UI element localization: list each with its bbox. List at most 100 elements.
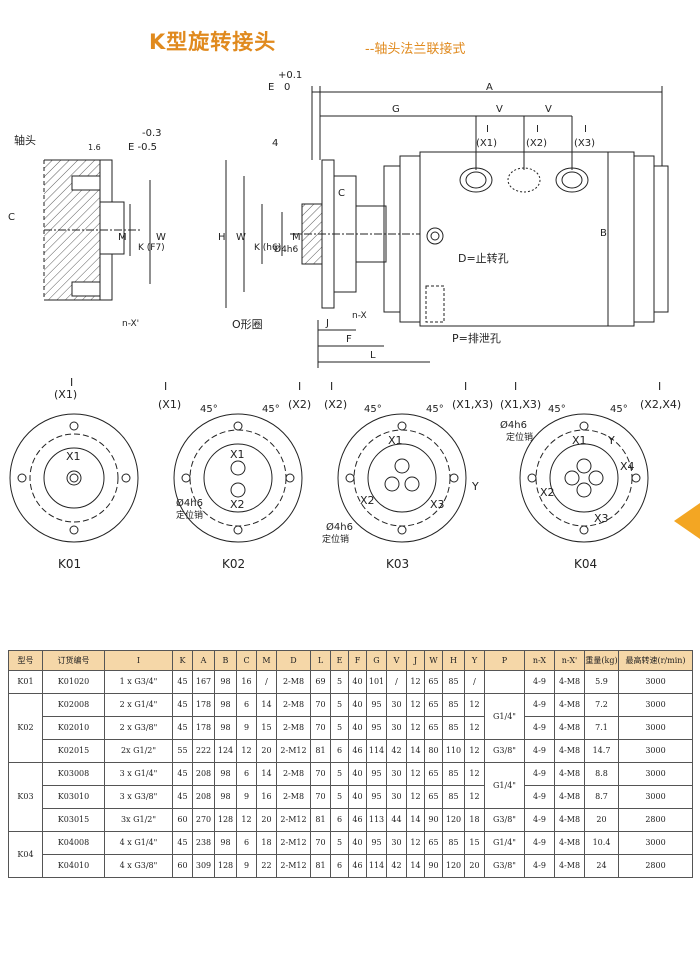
cell-c: 16 xyxy=(236,670,257,694)
th-20: n-X' xyxy=(554,650,585,671)
dim-B: B xyxy=(600,228,607,239)
cell-l: 70 xyxy=(310,831,331,855)
cell-j: 12 xyxy=(406,831,425,855)
cell-code: K04008 xyxy=(42,831,105,855)
cell-i: 2 x G1/4" xyxy=(104,693,173,717)
cell-d: 2-M8 xyxy=(276,785,311,809)
dim-X3: (X3) xyxy=(574,138,595,149)
cell-i: 2 x G3/8" xyxy=(104,716,173,740)
k04-y: Y xyxy=(607,434,615,447)
cell-j: 14 xyxy=(406,808,425,832)
cell-v: 30 xyxy=(386,716,407,740)
k02-pin: Ø4h6 xyxy=(176,497,203,509)
page-turn-arrow-icon[interactable] xyxy=(674,503,700,539)
cell-f: 40 xyxy=(348,693,367,717)
cell-weight: 24 xyxy=(584,854,619,878)
cell-f: 40 xyxy=(348,762,367,786)
cell-j: 12 xyxy=(406,670,425,694)
cell-e: 6 xyxy=(330,854,349,878)
cell-y: 12 xyxy=(464,716,485,740)
cell-e: 6 xyxy=(330,808,349,832)
cell-h: 85 xyxy=(442,693,465,717)
cell-nx: 4-9 xyxy=(524,739,555,763)
cell-b: 128 xyxy=(214,854,237,878)
th-9: L xyxy=(310,650,331,671)
cell-i: 3 x G1/4" xyxy=(104,762,173,786)
cell-nxp: 4-M8 xyxy=(554,693,585,717)
cell-d: 2-M8 xyxy=(276,762,311,786)
cell-rpm: 2800 xyxy=(618,854,693,878)
cell-k: 45 xyxy=(172,785,193,809)
cell-i: 2x G1/2" xyxy=(104,739,173,763)
th-17: Y xyxy=(464,650,485,671)
cell-a: 309 xyxy=(192,854,215,878)
k01-port-x1: X1 xyxy=(66,450,81,463)
cell-g: 114 xyxy=(366,854,387,878)
cell-w: 90 xyxy=(424,854,443,878)
dim-W: W xyxy=(236,232,246,243)
cell-d: 2-M12 xyxy=(276,739,311,763)
k04-i2: I xyxy=(658,380,661,393)
k04-port-x1: X1 xyxy=(572,434,587,447)
cell-code: K03008 xyxy=(42,762,105,786)
dim-I3: I xyxy=(584,124,587,135)
cell-f: 46 xyxy=(348,739,367,763)
th-22: 最高转速(r/min) xyxy=(618,650,693,671)
cell-w: 90 xyxy=(424,808,443,832)
th-14: J xyxy=(406,650,425,671)
cell-v: 30 xyxy=(386,762,407,786)
dim-phi4h6: Ø4h6 xyxy=(274,244,299,255)
flange-k01-name: K01 xyxy=(58,557,81,571)
cell-h: 120 xyxy=(442,854,465,878)
cell-i: 4 x G1/4" xyxy=(104,831,173,855)
cell-p: G3/8" xyxy=(484,739,525,763)
technical-drawing: +0.1 E 0 A G V V I I I (X1) (X2) (X3) B … xyxy=(8,70,681,571)
cell-d: 2-M12 xyxy=(276,854,311,878)
cell-k: 45 xyxy=(172,670,193,694)
cell-code: K02008 xyxy=(42,693,105,717)
cell-nxp: 4-M8 xyxy=(554,670,585,694)
dim-I1: I xyxy=(486,124,489,135)
cell-c: 9 xyxy=(236,716,257,740)
th-3: K xyxy=(172,650,193,671)
cell-e: 5 xyxy=(330,716,349,740)
cell-k: 45 xyxy=(172,831,193,855)
cell-model: K04 xyxy=(8,831,43,878)
th-4: A xyxy=(192,650,215,671)
cell-rpm: 3000 xyxy=(618,716,693,740)
cell-w: 80 xyxy=(424,739,443,763)
cell-w: 65 xyxy=(424,716,443,740)
k03-45a: 45° xyxy=(364,404,382,415)
cell-nxp: 4-M8 xyxy=(554,831,585,855)
cell-y: 20 xyxy=(464,854,485,878)
cell-a: 167 xyxy=(192,670,215,694)
cell-a: 270 xyxy=(192,808,215,832)
cell-weight: 20 xyxy=(584,808,619,832)
cell-a: 178 xyxy=(192,716,215,740)
cell-nx: 4-9 xyxy=(524,762,555,786)
cell-m: 16 xyxy=(256,785,277,809)
cell-v: 30 xyxy=(386,831,407,855)
th-1: 订货编号 xyxy=(42,650,105,671)
cell-p: G3/8" xyxy=(484,808,525,832)
dim-X2: (X2) xyxy=(526,138,547,149)
dim-nXp: n-X' xyxy=(122,319,139,329)
cell-nxp: 4-M8 xyxy=(554,785,585,809)
cell-nxp: 4-M8 xyxy=(554,739,585,763)
dim-M-right: M xyxy=(292,232,301,243)
k02-i1: I xyxy=(164,380,167,393)
k03-i1: I xyxy=(330,380,333,393)
cell-y: 12 xyxy=(464,785,485,809)
cell-e: 5 xyxy=(330,762,349,786)
k01-i: I xyxy=(70,376,73,389)
label-p-hole: P=排泄孔 xyxy=(452,331,501,345)
k04-45a: 45° xyxy=(548,404,566,415)
k04-x24: (X2,X4) xyxy=(640,398,681,411)
th-16: H xyxy=(442,650,465,671)
dim-V2: V xyxy=(545,104,552,115)
cell-model: K03 xyxy=(8,762,43,832)
th-11: F xyxy=(348,650,367,671)
k04-x13: (X1,X3) xyxy=(500,398,541,411)
